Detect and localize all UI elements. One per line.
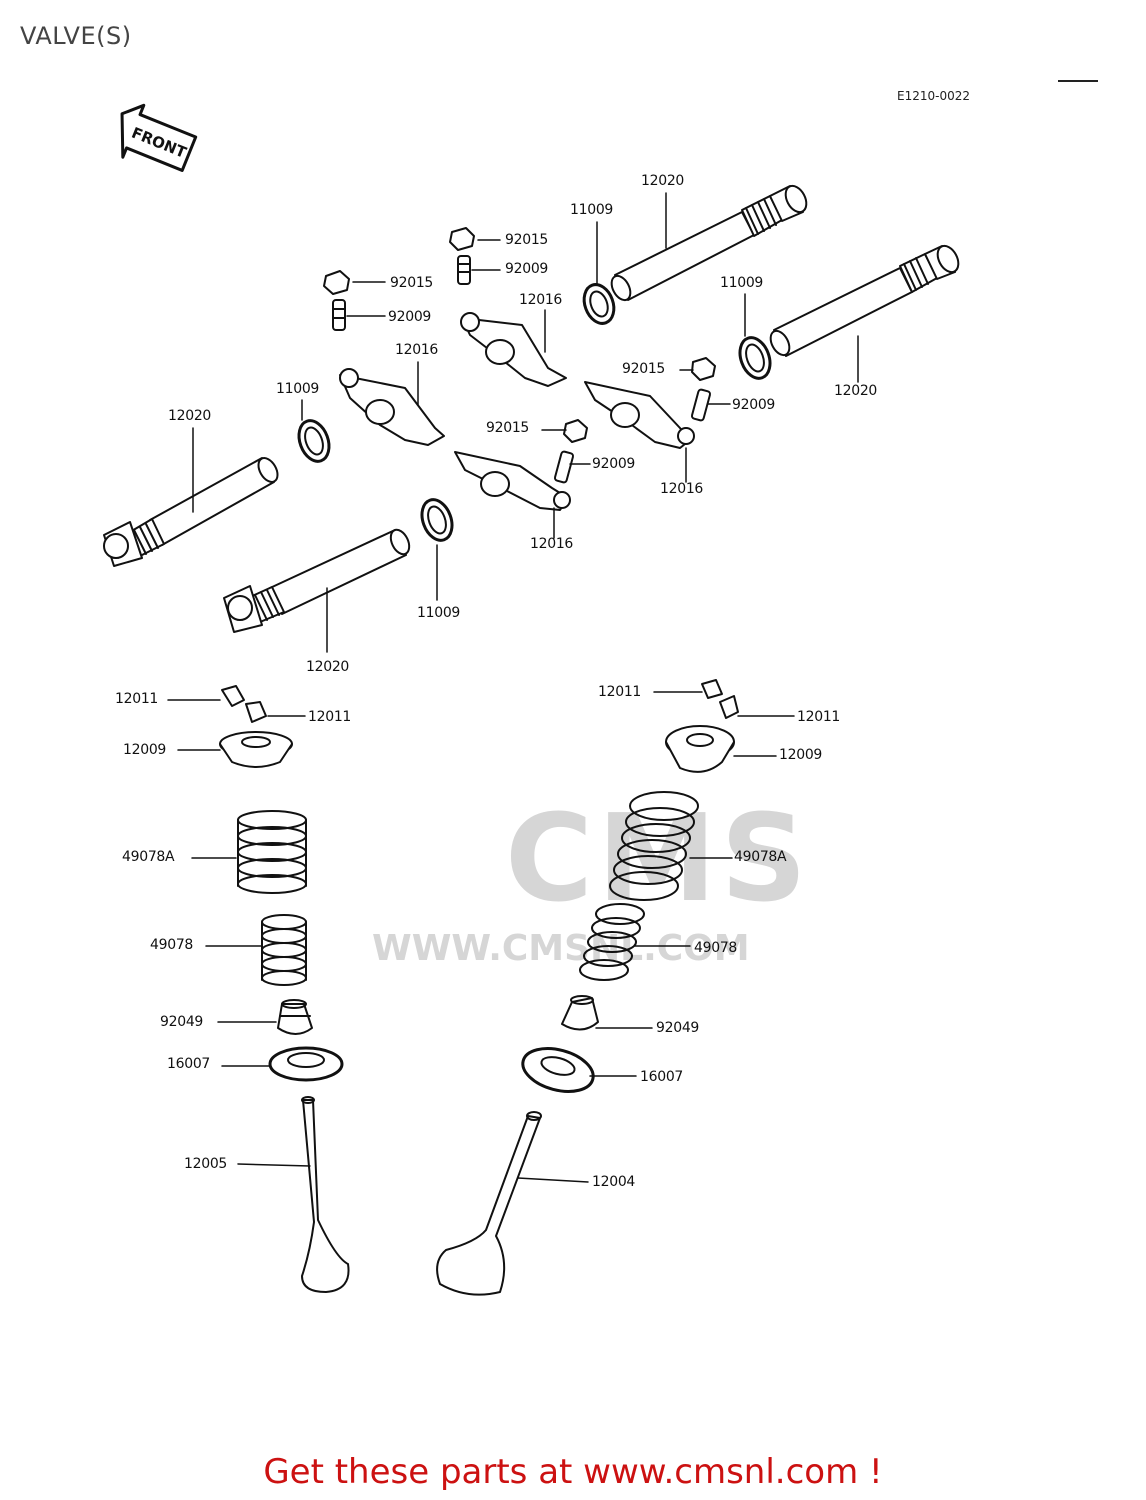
part-label-92015: 92015: [505, 232, 549, 248]
part-label-12016: 12016: [530, 536, 574, 552]
part-label-49078: 49078: [150, 937, 194, 953]
seat-16007-left: [268, 1046, 344, 1082]
seat-16007-right: [521, 1047, 595, 1093]
rocker-arm-2: [460, 312, 567, 387]
nut-92015-d: [563, 419, 588, 443]
part-label-12020: 12020: [168, 408, 212, 424]
part-label-12009: 12009: [779, 747, 823, 763]
part-label-49078A: 49078A: [734, 849, 787, 865]
o-ring-11009-left: [297, 419, 331, 463]
screw-92009-a: [457, 255, 471, 285]
spring-49078A-left: [237, 810, 307, 894]
part-label-92009: 92009: [388, 309, 432, 325]
part-label-11009: 11009: [720, 275, 764, 291]
part-label-11009: 11009: [570, 202, 614, 218]
nut-92015-a: [449, 227, 475, 251]
rocker-shaft-left: [103, 457, 279, 567]
o-ring-11009-right: [738, 336, 772, 380]
front-arrow-icon: FRONT: [120, 103, 198, 172]
screw-92009-b: [332, 299, 346, 331]
part-label-92049: 92049: [656, 1020, 700, 1036]
part-label-49078: 49078: [694, 940, 738, 956]
part-label-92009: 92009: [592, 456, 636, 472]
valve-12004: [436, 1111, 542, 1296]
screw-92009-d: [553, 450, 575, 484]
diagram-code: E1210-0022: [897, 89, 970, 103]
part-label-12011: 12011: [115, 691, 159, 707]
rocker-arm-1: [339, 368, 445, 446]
collet-12011-left: [221, 685, 267, 723]
valve-12005: [301, 1096, 350, 1293]
retainer-12009-left: [219, 731, 293, 768]
part-label-12020: 12020: [306, 659, 350, 675]
rocker-shaft-middle: [223, 528, 411, 633]
part-label-11009: 11009: [276, 381, 320, 397]
spring-49078-left: [261, 914, 307, 986]
spring-49078A-right: [609, 791, 699, 901]
part-label-92009: 92009: [505, 261, 549, 277]
part-label-12016: 12016: [660, 481, 704, 497]
part-label-12011: 12011: [598, 684, 642, 700]
part-label-12016: 12016: [395, 342, 439, 358]
part-label-92015: 92015: [622, 361, 666, 377]
seal-92049-left: [277, 999, 313, 1035]
rocker-arm-4: [454, 451, 571, 511]
rocker-shaft-top-right: [610, 184, 808, 302]
retainer-12009-right: [665, 725, 735, 773]
part-label-49078A: 49078A: [122, 849, 175, 865]
o-ring-11009-middle: [420, 498, 454, 542]
corner-mark: [1058, 80, 1098, 82]
part-label-16007: 16007: [167, 1056, 211, 1072]
part-label-12009: 12009: [123, 742, 167, 758]
part-label-92049: 92049: [160, 1014, 204, 1030]
part-label-92015: 92015: [390, 275, 434, 291]
screw-92009-c: [690, 388, 712, 422]
rocker-arm-3: [584, 381, 695, 449]
nut-92015-b: [323, 270, 350, 295]
part-label-12020: 12020: [641, 173, 685, 189]
part-label-16007: 16007: [640, 1069, 684, 1085]
parts-diagram: FRONT: [103, 103, 960, 1296]
part-label-12004: 12004: [592, 1174, 636, 1190]
part-label-92009: 92009: [732, 397, 776, 413]
part-label-12020: 12020: [834, 383, 878, 399]
page-title: VALVE(S): [20, 22, 132, 50]
seal-92049-right: [561, 995, 599, 1031]
rocker-shaft-right: [769, 244, 960, 357]
spring-49078-right: [579, 903, 645, 981]
watermark-url: WWW.CMSNL.COM: [372, 928, 750, 969]
collet-12011-right: [701, 679, 739, 719]
part-label-12011: 12011: [797, 709, 841, 725]
part-label-12011: 12011: [308, 709, 352, 725]
part-label-11009: 11009: [417, 605, 461, 621]
part-label-12016: 12016: [519, 292, 563, 308]
nut-92015-c: [691, 357, 716, 381]
part-label-92015: 92015: [486, 420, 530, 436]
part-label-12005: 12005: [184, 1156, 228, 1172]
promo-link[interactable]: Get these parts at www.cmsnl.com !: [263, 1452, 883, 1492]
